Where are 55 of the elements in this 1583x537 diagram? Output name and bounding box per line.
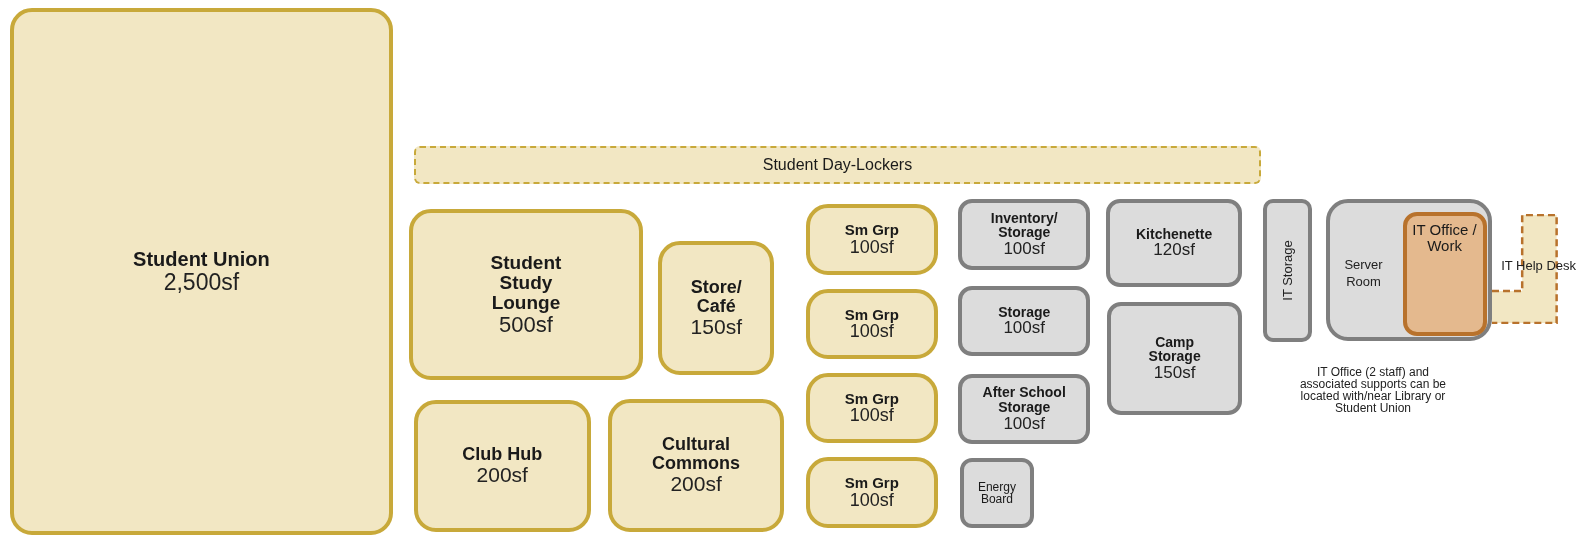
server-room-box [1325, 198, 1493, 342]
room-area: 100sf [849, 322, 894, 342]
room-name: Sm Grp [844, 221, 899, 238]
room-name: Sm Grp [844, 306, 899, 323]
storage-room-box [1107, 301, 1242, 415]
room-area: 200sf [670, 473, 722, 496]
room-area: 150sf [690, 315, 742, 338]
room-box [805, 203, 938, 275]
storage-room-box [958, 285, 1091, 357]
office-box [1402, 211, 1487, 336]
room-box [413, 399, 591, 533]
room-area: 150sf [1153, 364, 1196, 382]
room-area: 100sf [1003, 239, 1045, 258]
room-label: IT Storage [1280, 240, 1296, 301]
storage-room-box [1106, 198, 1242, 287]
room-name: After School Storage [981, 385, 1067, 415]
room-area: 2,500sf [163, 270, 240, 295]
room-label: IT Help Desk [1501, 258, 1577, 273]
storage-room-box [958, 198, 1091, 270]
room-box [408, 208, 644, 380]
storage-room-box [958, 373, 1091, 445]
room-box [658, 241, 775, 375]
storage-room-box [960, 458, 1034, 528]
room-label: Server Room [1343, 256, 1384, 291]
room-name: Student Day-Lockers [762, 156, 913, 174]
room-name: Cultural Commons [651, 435, 742, 474]
room-box [805, 457, 938, 528]
room-area: 100sf [849, 237, 894, 257]
locker-zone [413, 146, 1261, 184]
room-name: Club Hub [462, 445, 543, 465]
room-name: Kitchenette [1136, 226, 1213, 242]
room-area: 500sf [499, 312, 553, 336]
room-name: Student Study Lounge [489, 252, 563, 313]
room-name: Store/ Café [689, 278, 743, 316]
room-area: 100sf [849, 406, 894, 426]
room-area: 100sf [849, 491, 894, 510]
room-name: Student Union [133, 249, 270, 270]
room-name: Energy Board [976, 480, 1017, 506]
room-area: 100sf [1003, 414, 1045, 433]
room-name: Sm Grp [844, 390, 899, 407]
room-box [10, 8, 393, 536]
room-area: 120sf [1153, 241, 1195, 260]
room-name: Sm Grp [844, 475, 899, 492]
help-desk-area [1492, 214, 1577, 325]
room-box [607, 398, 785, 532]
room-box [805, 372, 938, 444]
room-name: Camp Storage [1147, 334, 1202, 365]
room-area: 200sf [476, 464, 528, 487]
room-box [805, 288, 938, 360]
storage-room-box [1262, 198, 1313, 343]
note-text: IT Office (2 staff) and associated supports can be located with/near Library or Student Union [1298, 366, 1448, 415]
room-name: Storage [998, 304, 1051, 320]
room-area: 100sf [1003, 319, 1045, 338]
room-name: Inventory/ Storage [989, 210, 1059, 240]
room-name: IT Office / Work [1411, 221, 1478, 254]
